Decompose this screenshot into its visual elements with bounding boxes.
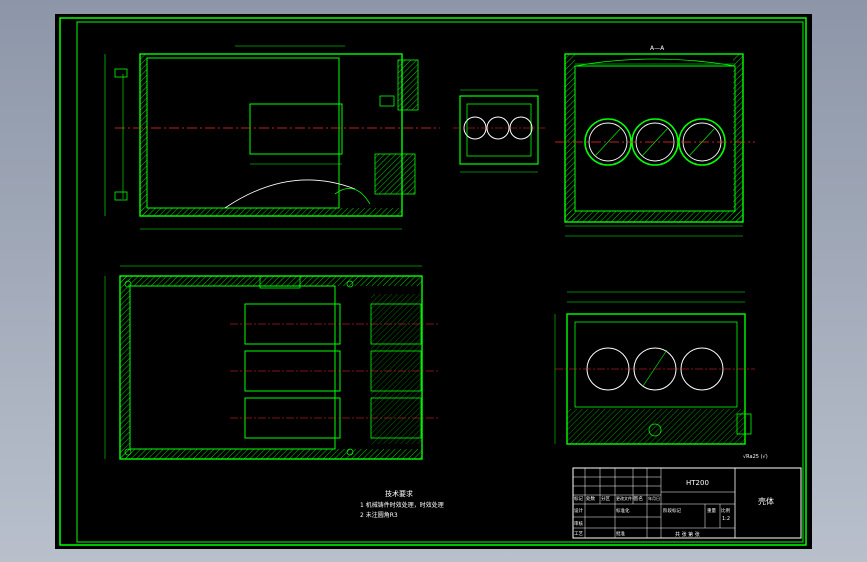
small-side-view [453, 89, 545, 173]
tb-label-process: 工艺 [574, 531, 583, 537]
tech-title: 技术要求 [385, 489, 413, 498]
bottom-wall-hatch [140, 208, 402, 216]
hidden-arc [224, 179, 356, 209]
tb-label-design: 设计 [574, 507, 583, 514]
tb-label-count: 处数 [586, 495, 595, 502]
outer-border [59, 17, 807, 546]
front-view [104, 45, 440, 230]
scale-value: 1:2 [722, 516, 730, 522]
section-a-a-view: A—A [555, 45, 755, 237]
front-view-cavity [146, 57, 340, 209]
top-view [104, 265, 440, 460]
drawing-number: HT200 [686, 479, 709, 487]
title-block: HT200 壳体 1:2 共 张 第 张 标记 处数 分区 更改文件号 签名 年… [572, 467, 802, 539]
drawing-sheet: A—A [55, 14, 812, 549]
inner-border [76, 21, 804, 543]
section-outline [564, 53, 744, 223]
tb-label-stage: 阶段标记 [663, 507, 681, 514]
tb-label-zone: 分区 [601, 495, 610, 502]
front-view-outline [139, 53, 403, 217]
sheet-count: 共 张 第 张 [675, 531, 700, 538]
tb-label-standard: 标准化 [616, 507, 630, 514]
right-flange-hatch [397, 59, 419, 111]
tb-label-scale: 比例 [721, 507, 730, 514]
tech-line-2: 2 未注圆角R3 [360, 511, 398, 519]
tb-label-review: 审核 [574, 520, 583, 527]
bore-section [249, 103, 343, 155]
roughness-note: √Ra25 (√) [743, 454, 768, 460]
tb-label-approve: 批准 [616, 530, 625, 537]
left-wall-hatch [140, 54, 147, 216]
section-label: A—A [650, 45, 665, 52]
side-bore-2 [633, 347, 677, 391]
tech-requirements: 技术要求 1 机械铸件时效处理，时效处理 2 未注圆角R3 [360, 489, 444, 519]
cad-drawing-canvas: A—A [59, 17, 807, 546]
tech-line-1: 1 机械铸件时效处理，时效处理 [360, 501, 444, 509]
tb-label-change-doc: 更改文件号 [616, 495, 636, 501]
right-lower-hatch [374, 153, 416, 195]
part-name: 壳体 [758, 496, 774, 506]
tb-label-weight: 重量 [707, 507, 716, 514]
side-view: √Ra25 (√) [554, 291, 768, 460]
title-block-frame [572, 467, 802, 539]
tb-label-date: 年月日 [648, 495, 660, 501]
tb-label-mark: 标记 [574, 495, 583, 502]
tb-label-sign: 签名 [634, 495, 643, 502]
small-view-outline [459, 95, 539, 165]
